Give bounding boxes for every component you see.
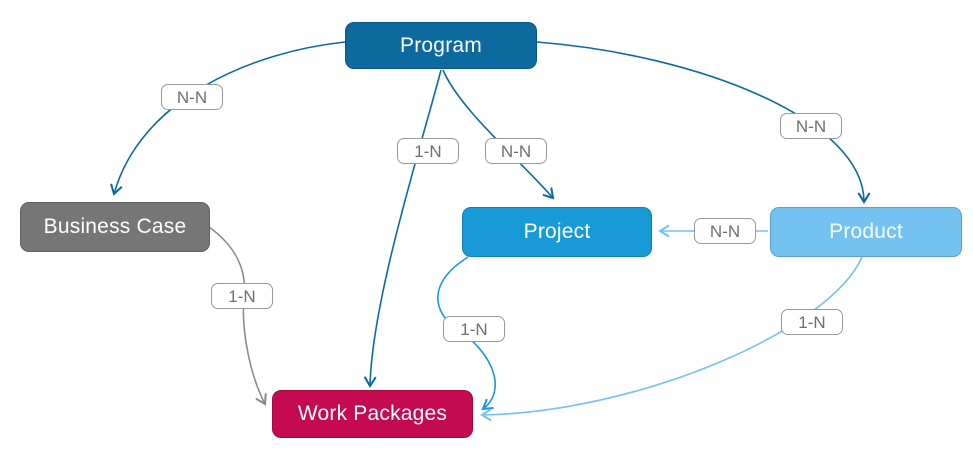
edge-program-project (442, 69, 555, 200)
edge-label-project-work-packages: 1-N (443, 316, 505, 342)
node-work-packages-label: Work Packages (297, 402, 448, 425)
node-business-case: Business Case (20, 202, 210, 252)
node-product: Product (770, 207, 962, 257)
node-business-case-label: Business Case (43, 215, 187, 238)
node-project-label: Project (523, 220, 591, 243)
edge-label-product-project: N-N (694, 218, 756, 244)
edge-label-program-product: N-N (780, 113, 842, 139)
edge-business-case-work-packages (208, 226, 267, 406)
edge-label-program-project: N-N (485, 138, 547, 164)
edge-label-product-work-packages: 1-N (781, 309, 843, 335)
edge-program-product (536, 41, 871, 204)
node-work-packages: Work Packages (272, 390, 473, 438)
node-program: Program (345, 22, 537, 69)
edge-label-program-work-packages: 1-N (397, 138, 459, 164)
edge-label-business-case-work-packages: 1-N (211, 283, 273, 309)
edge-program-business-case (110, 41, 346, 196)
edge-label-program-business-case: N-N (161, 84, 223, 110)
node-program-label: Program (400, 33, 482, 57)
node-product-label: Product (829, 220, 903, 243)
edge-program-work-packages (364, 69, 442, 388)
edge-product-work-packages (480, 256, 863, 421)
node-project: Project (462, 207, 652, 257)
